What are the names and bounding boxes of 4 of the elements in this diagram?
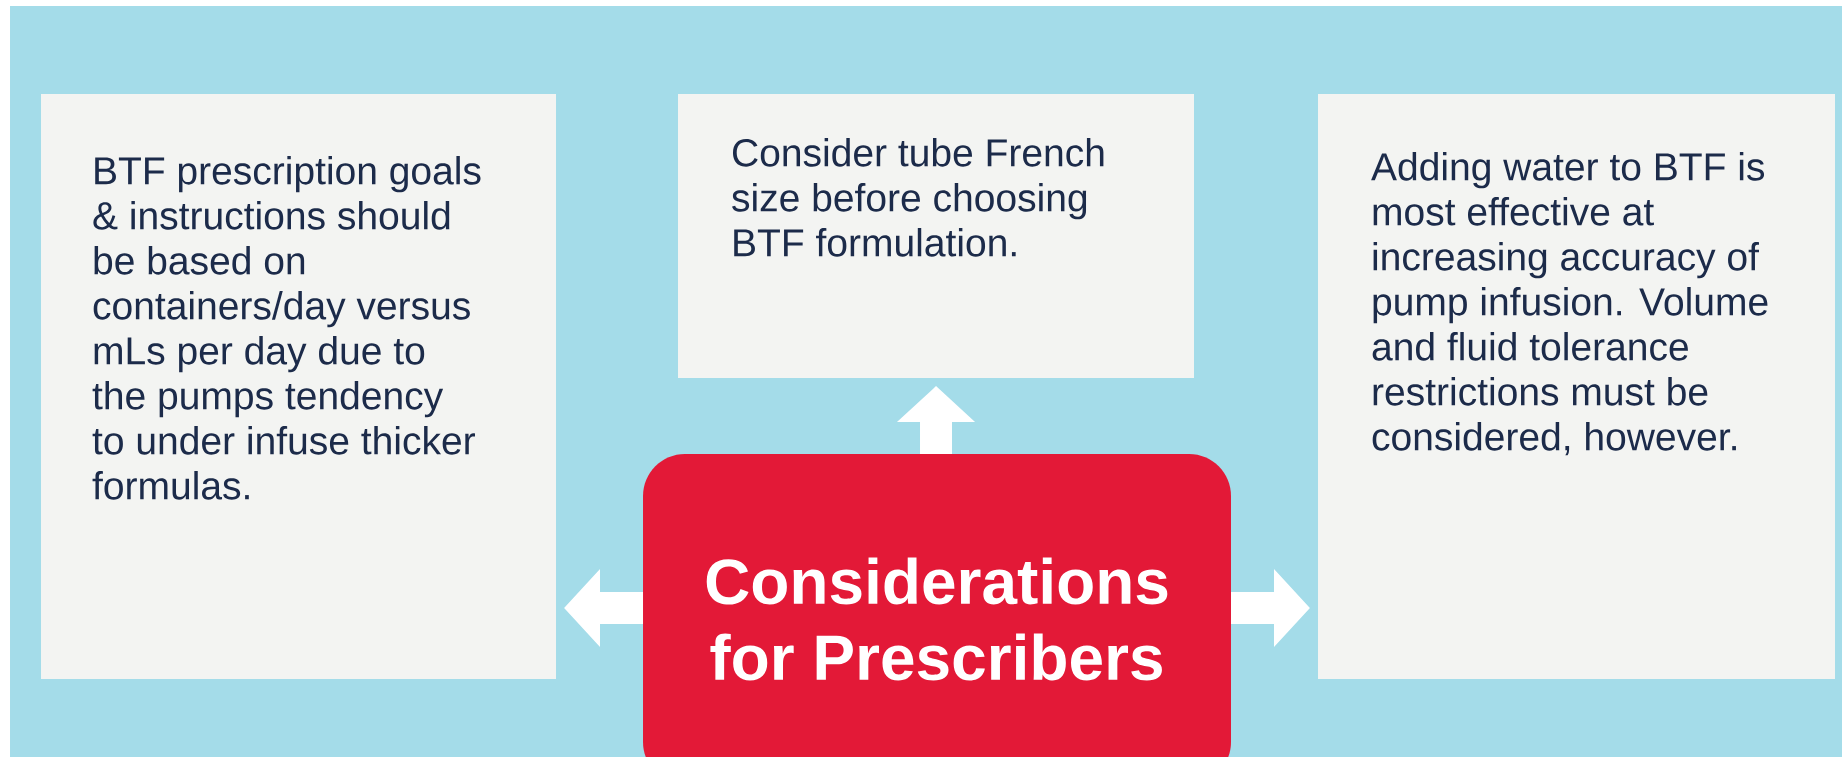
text-box: Consider tube French size before choosing BTF formulation. <box>678 94 1194 378</box>
title-box: Considerations for Prescribers <box>643 454 1231 757</box>
text-box: BTF prescription goals & instructions should be based on containers/day versus mLs per day due to the pumps tendency to under infuse thicker formulas. <box>41 94 556 679</box>
text-box: Adding water to BTF is most effective at increasing accuracy of pump infusion. Volume and fluid tolerance restrictions must be considered, however. <box>1318 94 1835 679</box>
